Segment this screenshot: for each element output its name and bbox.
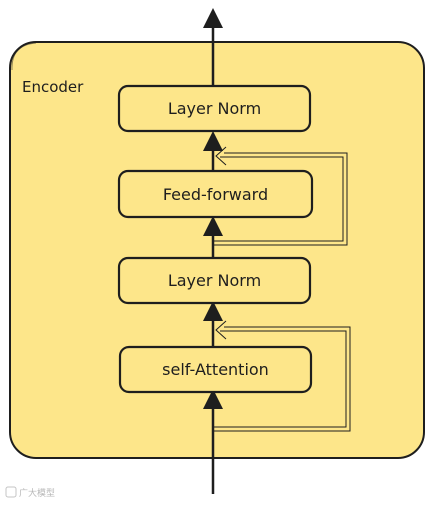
block-label-self-attention: self-Attention	[162, 360, 269, 379]
watermark-text: 广大模型	[19, 487, 55, 499]
encoder-label: Encoder	[22, 78, 84, 96]
encoder-container: Encoder	[9, 41, 425, 459]
block-layer-norm-bottom: Layer Norm	[117, 256, 312, 305]
block-label-layer-norm-top: Layer Norm	[168, 99, 261, 118]
block-layer-norm-top: Layer Norm	[117, 84, 312, 133]
watermark: 广大模型	[5, 486, 55, 499]
block-feed-forward: Feed-forward	[117, 169, 314, 219]
block-self-attention: self-Attention	[118, 345, 313, 394]
residual-connection-bottom	[213, 320, 351, 432]
watermark-icon	[5, 486, 17, 498]
block-label-feed-forward: Feed-forward	[163, 185, 268, 204]
block-label-layer-norm-bottom: Layer Norm	[168, 271, 261, 290]
